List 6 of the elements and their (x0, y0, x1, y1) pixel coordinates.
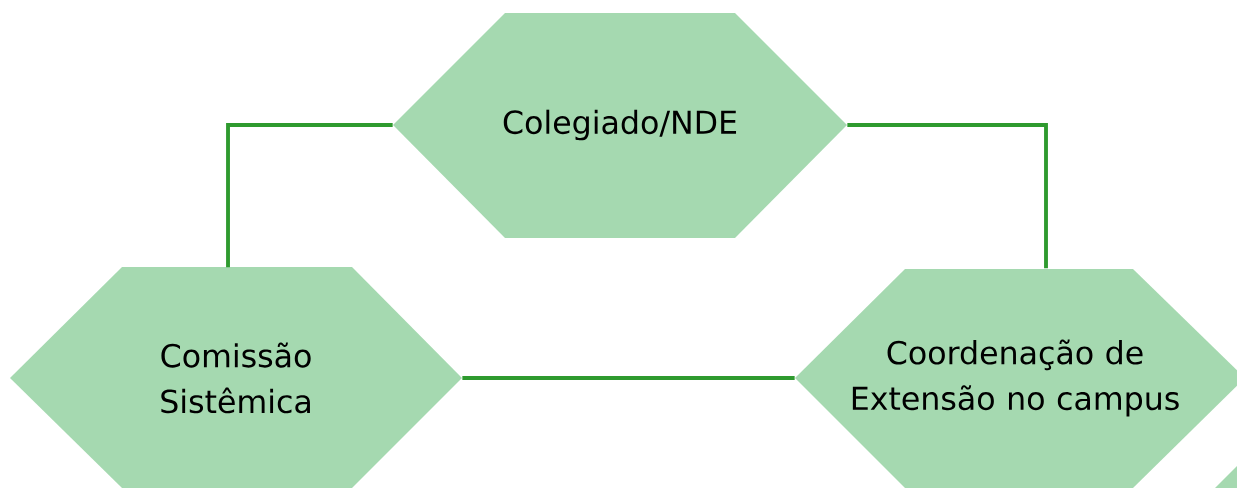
hexagon-box: Coordenação de Extensão no campus (795, 269, 1237, 488)
connector-line (462, 376, 795, 380)
connector-line (847, 123, 1048, 269)
hexagon-box: Colegiado/NDE (393, 13, 847, 238)
hexagon-box: Comissão Sistêmica (10, 267, 462, 488)
connector-line (226, 123, 393, 268)
